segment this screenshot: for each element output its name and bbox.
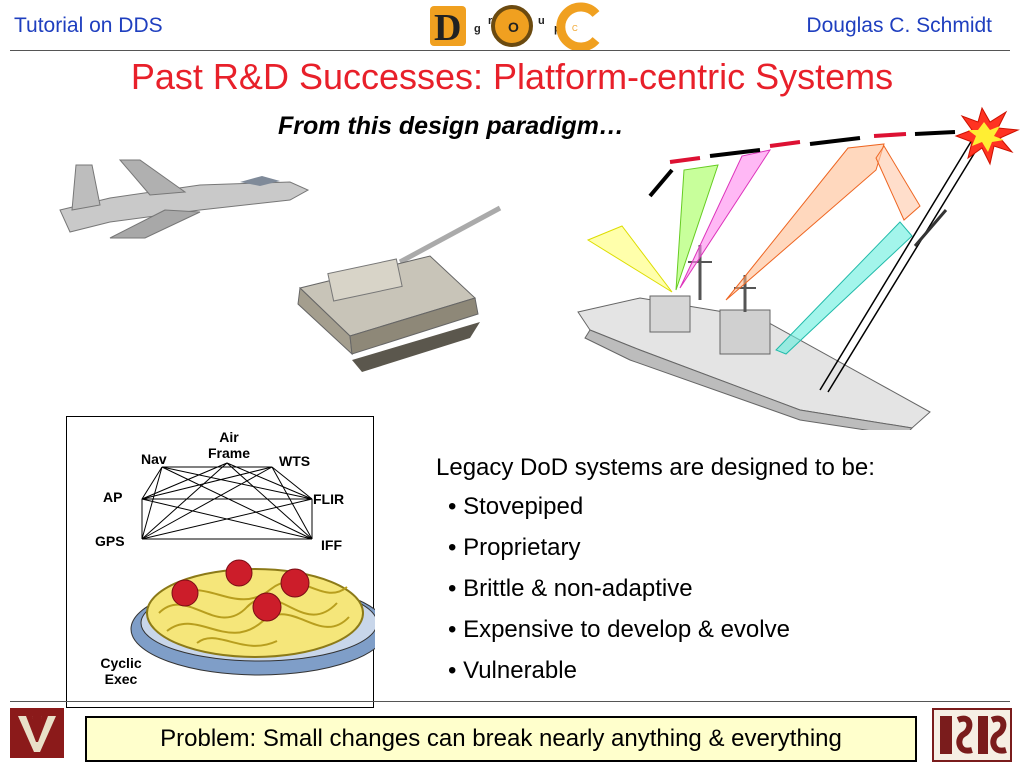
- spaghetti-diagram: Air Frame Nav WTS AP FLIR GPS IFF Cyclic…: [66, 416, 375, 708]
- logo-letter-g: g: [474, 23, 481, 35]
- logo-letter-u: u: [538, 15, 545, 27]
- page-subtitle: From this design paradigm…: [278, 112, 624, 140]
- list-item: • Stovepiped: [448, 493, 584, 520]
- footer-divider: [10, 701, 1010, 702]
- legacy-systems-intro: Legacy DoD systems are designed to be:: [436, 454, 875, 481]
- node-cyclic-exec: Cyclic Exec: [100, 655, 142, 687]
- node-air-frame: Air Frame: [207, 429, 251, 461]
- node-gps: GPS: [95, 533, 125, 549]
- list-item: • Brittle & non-adaptive: [448, 575, 693, 602]
- tank-icon: [297, 205, 502, 372]
- list-item: • Proprietary: [448, 534, 581, 561]
- node-wts: WTS: [279, 453, 311, 469]
- page-title: Past R&D Successes: Platform-centric Sys…: [130, 56, 894, 97]
- sensor-beams: [586, 143, 921, 355]
- missile-track: [648, 130, 981, 393]
- node-flir: FLIR: [313, 491, 345, 507]
- list-item: • Expensive to develop & evolve: [448, 616, 790, 643]
- header-divider: [10, 50, 1010, 51]
- node-iff: IFF: [321, 537, 342, 553]
- spaghetti-plate-icon: [130, 559, 375, 676]
- node-nav: Nav: [141, 451, 167, 467]
- warship-icon: [577, 245, 931, 430]
- doc-group-logo: D g r O u p C: [430, 2, 600, 52]
- isis-logo: [932, 708, 1012, 762]
- logo-letter-o: O: [508, 19, 519, 35]
- explosion-icon: [954, 106, 1020, 166]
- logo-letter-c: C: [572, 24, 578, 33]
- problem-statement: Problem: Small changes can break nearly …: [85, 716, 917, 762]
- header-author: Douglas C. Schmidt: [806, 14, 992, 37]
- fighter-jet-icon: [59, 159, 310, 239]
- platform-illustration: [59, 106, 1020, 430]
- header-course-title: Tutorial on DDS: [14, 14, 163, 37]
- list-item: • Vulnerable: [448, 657, 577, 684]
- logo-letter-d: D: [434, 7, 461, 49]
- logo-letter-r: r: [488, 15, 493, 27]
- legacy-systems-list: Legacy DoD systems are designed to be: •…: [436, 454, 875, 697]
- vu-logo: [10, 708, 64, 758]
- spaghetti-connections: [130, 462, 375, 676]
- node-ap: AP: [103, 489, 123, 505]
